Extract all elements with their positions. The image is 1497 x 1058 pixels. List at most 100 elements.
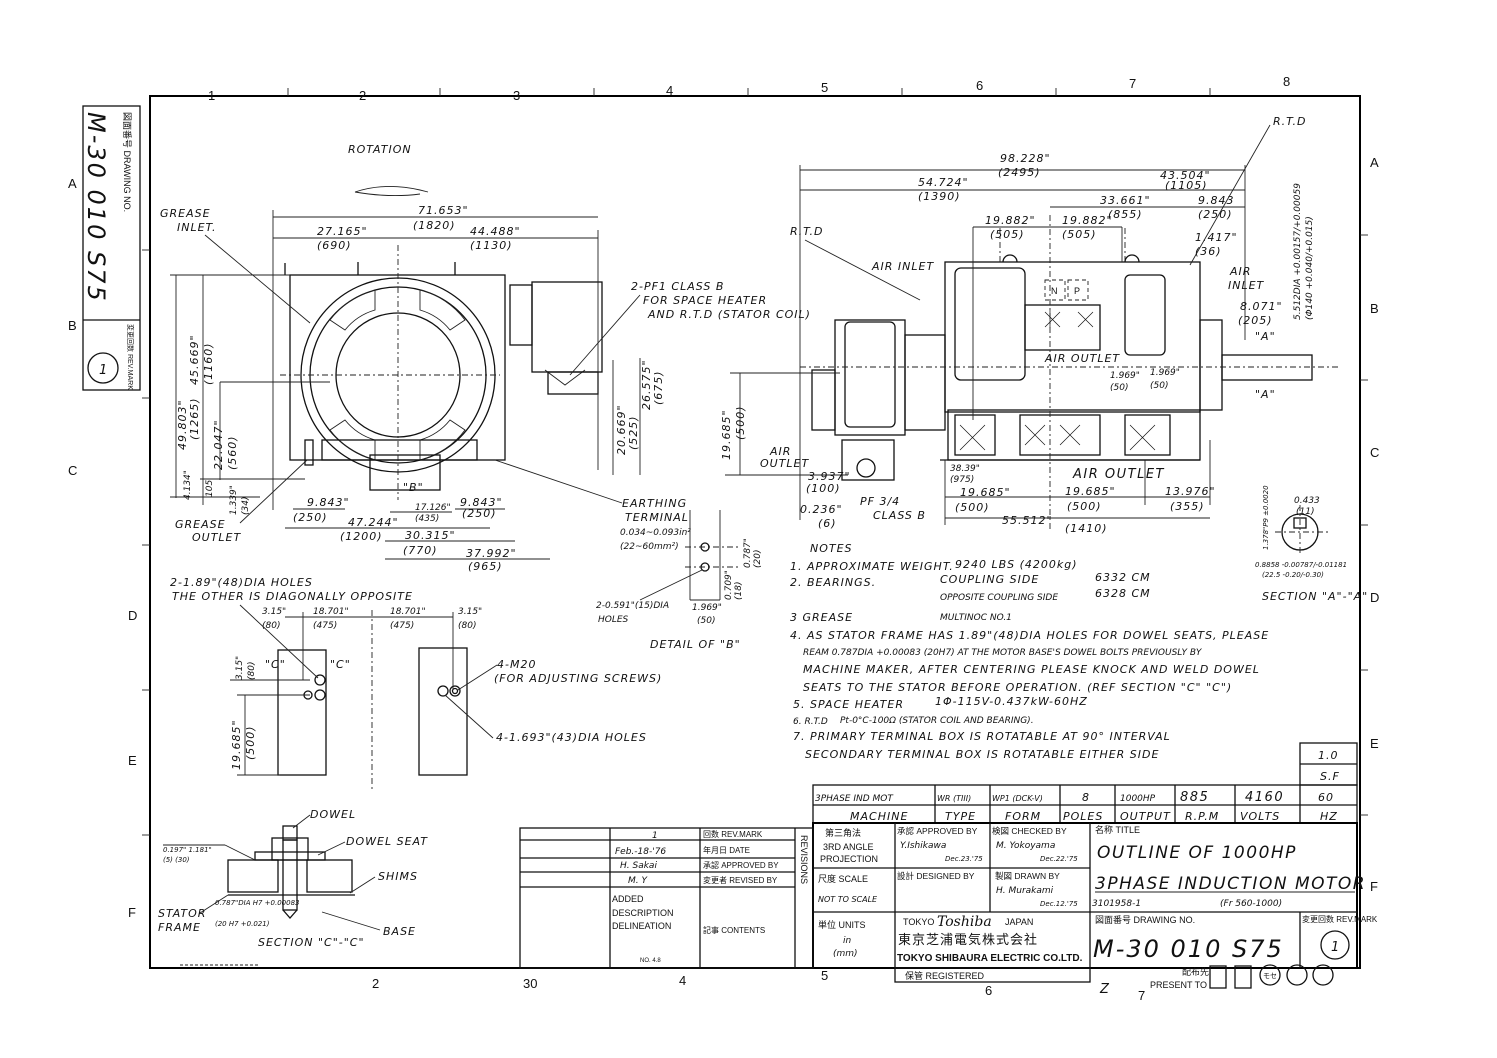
dim-h5-mm: 105 (205, 480, 215, 497)
revision-approved: H. Sakai (620, 861, 657, 871)
revision-contents: DESCRIPTION (612, 908, 674, 918)
dim-tb2-mm: (675) (652, 370, 665, 405)
note-6-value: Pt-0°C-100Ω (STATOR COIL AND BEARING). (840, 716, 1034, 726)
shaft (1221, 354, 1313, 381)
side-rev-circle (87, 352, 119, 384)
stator-frame (289, 274, 506, 461)
side-rev-label: 変更回数 REV.MARK (126, 324, 135, 390)
pf-class-label: CLASS B (873, 509, 926, 522)
dim-d16: 19.685" (1065, 485, 1116, 498)
section-aa-dim: 0.433 (1294, 496, 1320, 506)
nameplate-n: N (1051, 286, 1058, 296)
present-to-label: PRESENT TO (1150, 980, 1207, 990)
dim-b1-mm: (250) (293, 511, 328, 524)
dim-h2: 45.669" (188, 334, 201, 385)
dim-d2-mm: (1105) (1165, 179, 1208, 192)
dowel-holes-label: 2-1.89"(48)DIA HOLES (170, 576, 313, 589)
air-outlet-label: AIR (769, 445, 791, 458)
drawn-by-name: H. Murakami (996, 886, 1054, 896)
dim-d5-mm: (505) (990, 228, 1025, 241)
note-1-value: 9240 LBS (4200kg) (955, 558, 1078, 571)
base-dim: 19.685" (230, 719, 243, 770)
section-c-c: DOWEL DOWEL SEAT SHIMS STATOR FRAME BASE… (158, 808, 427, 966)
dowel-label: DOWEL (310, 808, 356, 821)
m20-label: 4-M20 (497, 658, 536, 671)
dim-b1: 9.843" (307, 496, 350, 509)
note-4-line: SEATS TO THE STATOR BEFORE OPERATION. (R… (803, 681, 1232, 694)
approved-by-label: 承認 APPROVED BY (897, 826, 978, 836)
grease-inlet-label: INLET. (177, 221, 216, 234)
detail-b: 2-0.591"(15)DIA HOLES 1.969" (50) 0.709"… (596, 510, 763, 651)
service-factor-label: S.F (1320, 770, 1340, 783)
revision-label: 変更者 REVISED BY (703, 875, 778, 885)
note-1-label: 1. APPROXIMATE WEIGHT. (790, 560, 954, 573)
rating-label: FORM (1005, 810, 1041, 823)
dim-b5: 30.315" (405, 529, 456, 542)
stator-frame-label: FRAME (158, 921, 201, 934)
detail-b-holes: 2-0.591"(15)DIA (596, 601, 669, 611)
detail-b-mark: "B" (403, 481, 424, 494)
dim-d10: 1.969" (1150, 368, 1180, 378)
checked-date: Dec.22.'75 (1040, 855, 1078, 863)
rating-form: WP1 (DCK-V) (992, 794, 1043, 803)
company-country: JAPAN (1005, 917, 1033, 927)
title-label: 名称 TITLE (1095, 824, 1140, 835)
dowel-holes-label: THE OTHER IS DIAGONALLY OPPOSITE (172, 590, 413, 603)
detail-b-dim: 1.969" (692, 603, 722, 613)
row-letter: C (68, 463, 77, 478)
dim-h4: 1.339" (229, 485, 239, 515)
earthing-terminal-label: TERMINAL (625, 511, 689, 524)
air-inlet-label: AIR (1229, 265, 1251, 278)
rating-label: R.P.M (1185, 810, 1219, 823)
dim-d15-mm: (500) (955, 501, 990, 514)
row-letter: E (128, 753, 137, 768)
dim-d14: 38.39" (950, 464, 980, 474)
air-outlet-label: OUTLET (760, 457, 810, 470)
side-drawing-number: M-30 010 S75 (82, 112, 110, 303)
ratings-table: 1.0 S.F 3PHASE IND MOT WR (TIII) WP1 (DC… (812, 742, 1358, 824)
detail-b-title: DETAIL OF "B" (650, 638, 741, 651)
section-a-mark: "A" (1255, 330, 1276, 343)
dim-d18-mm: (1410) (1065, 522, 1108, 535)
section-c-mark: "C" (330, 658, 351, 671)
section-aa-title: SECTION "A"-"A" (1262, 590, 1368, 603)
base-dim-mm: (80) (247, 662, 257, 680)
rating-rpm: 885 (1180, 790, 1209, 805)
pf-note: AND R.T.D (STATOR COIL) (647, 308, 811, 321)
revisions-block: 1 Feb.-18-'76 H. Sakai M. Y ADDED DESCRI… (519, 827, 814, 969)
dim-d15: 19.685" (960, 486, 1011, 499)
dim-h4-mm: (34) (241, 497, 251, 515)
side-view: N P 98.228" (2495) 54.724" (1390) 43.504… (720, 115, 1340, 535)
dim-b4: 47.244" (348, 516, 399, 529)
pf-note: 2-PF1 CLASS B (631, 280, 724, 293)
reference-number: 3101958-1 (1092, 899, 1141, 909)
ream-dim-mm: (20 H7 +0.021) (215, 920, 270, 928)
rating-label: TYPE (945, 810, 976, 823)
base-dim-mm: (80) (458, 621, 476, 631)
pf-class-label: PF 3/4 (860, 495, 900, 508)
rating-label: MACHINE (850, 810, 908, 823)
dim-b5-mm: (770) (403, 544, 438, 557)
dim-d10-mm: (50) (1150, 381, 1168, 391)
projection-jp: 第三角法 (825, 827, 861, 838)
present-to-jp: 配布先 (1182, 966, 1209, 977)
company-name-en: TOKYO SHIBAURA ELECTRIC CO.LTD. (897, 953, 1083, 964)
note-4-line: MACHINE MAKER, AFTER CENTERING PLEASE KN… (803, 663, 1260, 676)
checked-by-label: 検図 CHECKED BY (992, 826, 1067, 836)
col-number: 4 (666, 83, 673, 98)
base-dim: 3.15" (262, 607, 286, 617)
drawn-by-label: 製図 DRAWN BY (995, 871, 1060, 881)
rating-hz: 60 (1318, 791, 1334, 804)
notes-title: NOTES (810, 542, 853, 555)
front-view: ROTATION 71.653" (1820) 27.165" (690) 44… (160, 143, 811, 573)
base-dim-mm: (475) (313, 621, 337, 631)
row-letter: B (68, 318, 77, 333)
base-dim-mm: (80) (262, 621, 280, 631)
section-aa-dim-mm: (22.5 -0.20/-0.30) (1262, 571, 1324, 579)
drawing-number: M-30 010 S75 (1093, 935, 1284, 963)
dim-b6: 37.992" (466, 547, 517, 560)
dim-d6-mm: (505) (1062, 228, 1097, 241)
dim-d14-mm: (975) (950, 475, 974, 485)
grease-inlet-label: GREASE (160, 207, 211, 220)
dim-d8-mm: (205) (1238, 314, 1273, 327)
